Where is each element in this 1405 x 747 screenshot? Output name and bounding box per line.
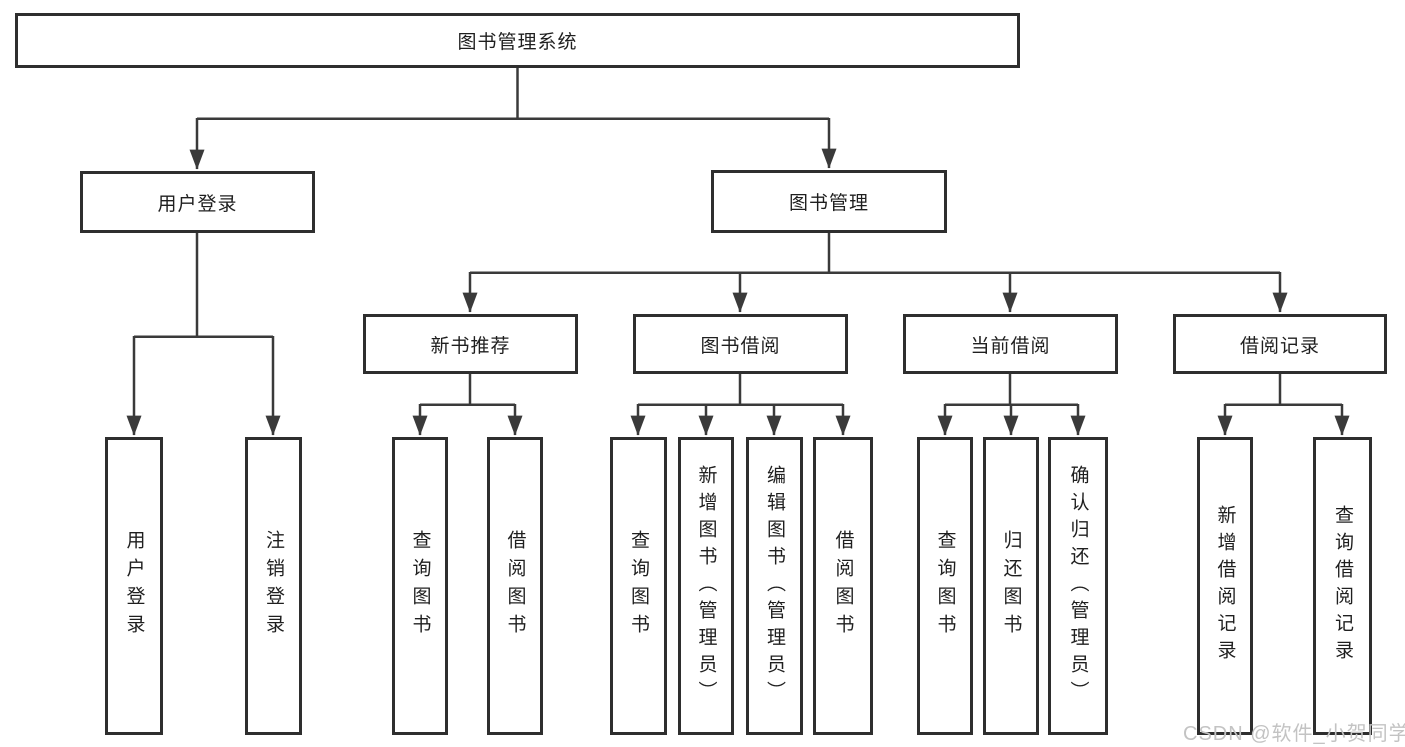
leaf-borrow-add-book-admin-label: 新增图书（管理员） <box>695 464 717 708</box>
leaf-current-query-book-label: 查询图书 <box>934 530 956 642</box>
leaf-current-return-book: 归还图书 <box>983 437 1039 735</box>
leaf-logout: 注销登录 <box>245 437 302 735</box>
leaf-logout-label: 注销登录 <box>263 530 284 642</box>
leaf-borrow-query-book: 查询图书 <box>610 437 667 735</box>
leaf-user-login-label: 用户登录 <box>123 530 145 642</box>
leaf-borrow-edit-book-admin-label: 编辑图书（管理员） <box>764 464 785 708</box>
csdn-watermark: CSDN @软件_小贺同学 <box>1183 723 1405 745</box>
leaf-recommend-borrow-book: 借阅图书 <box>487 437 543 735</box>
leaf-record-add-borrow-record: 新增借阅记录 <box>1197 437 1253 735</box>
leaf-current-confirm-return-admin-label: 确认归还（管理员） <box>1067 464 1089 708</box>
node-borrow-record-label: 借阅记录 <box>1239 335 1320 357</box>
leaf-user-login: 用户登录 <box>105 437 163 735</box>
leaf-borrow-query-book-label: 查询图书 <box>628 530 649 642</box>
leaf-borrow-add-book-admin: 新增图书（管理员） <box>678 437 734 735</box>
node-current-borrow: 当前借阅 <box>903 314 1118 374</box>
leaf-borrow-borrow-book-label: 借阅图书 <box>832 530 854 642</box>
node-new-book-recommend-label: 新书推荐 <box>430 335 511 357</box>
leaf-recommend-query-book-label: 查询图书 <box>409 530 431 642</box>
leaf-current-return-book-label: 归还图书 <box>1000 530 1022 642</box>
node-user-login-label: 用户登录 <box>157 193 238 215</box>
leaf-current-confirm-return-admin: 确认归还（管理员） <box>1048 437 1108 735</box>
node-user-login: 用户登录 <box>80 171 315 233</box>
node-new-book-recommend: 新书推荐 <box>363 314 578 374</box>
node-root-label: 图书管理系统 <box>457 32 578 53</box>
node-book-borrow: 图书借阅 <box>633 314 848 374</box>
leaf-record-query-borrow-record-label: 查询借阅记录 <box>1332 505 1353 667</box>
node-book-borrow-label: 图书借阅 <box>700 335 781 357</box>
leaf-record-query-borrow-record: 查询借阅记录 <box>1313 437 1372 735</box>
node-root: 图书管理系统 <box>15 13 1020 68</box>
leaf-borrow-borrow-book: 借阅图书 <box>813 437 873 735</box>
leaf-recommend-query-book: 查询图书 <box>392 437 448 735</box>
leaf-record-add-borrow-record-label: 新增借阅记录 <box>1214 505 1236 667</box>
node-book-manage-label: 图书管理 <box>788 193 869 214</box>
node-book-manage: 图书管理 <box>711 170 947 233</box>
node-current-borrow-label: 当前借阅 <box>970 335 1051 357</box>
leaf-borrow-edit-book-admin: 编辑图书（管理员） <box>746 437 803 735</box>
leaf-current-query-book: 查询图书 <box>917 437 973 735</box>
node-borrow-record: 借阅记录 <box>1173 314 1387 374</box>
leaf-recommend-borrow-book-label: 借阅图书 <box>504 530 526 642</box>
